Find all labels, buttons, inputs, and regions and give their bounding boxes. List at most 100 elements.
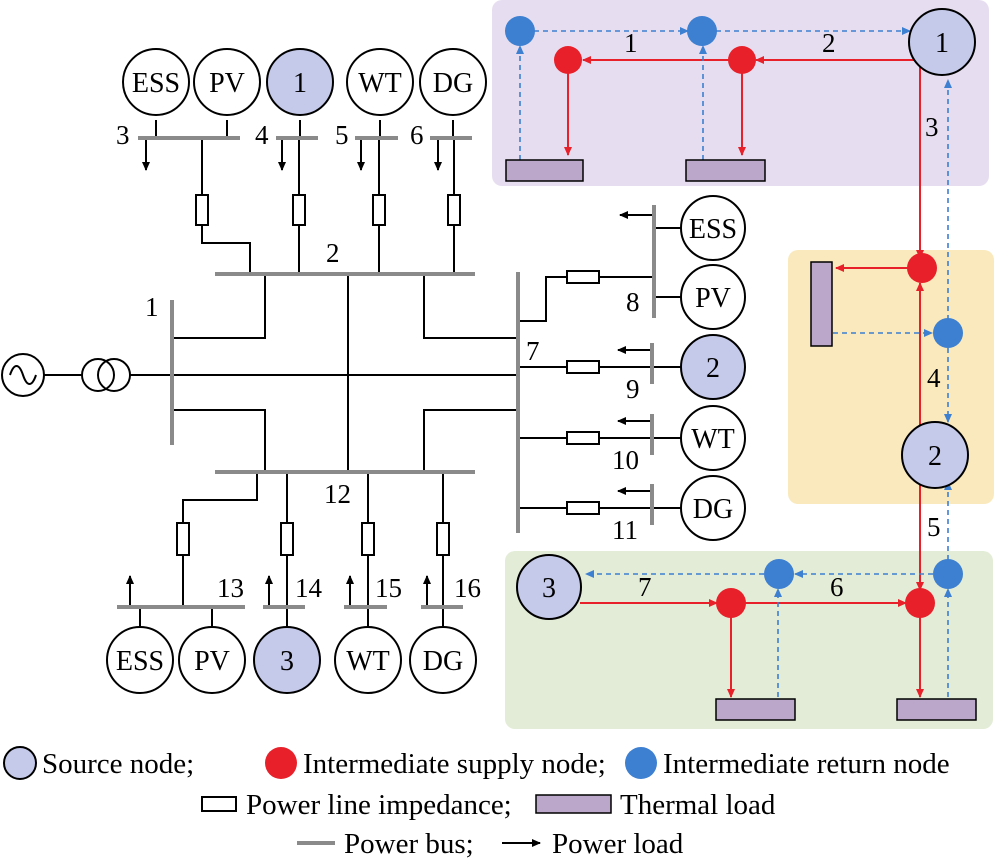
unit-label: DG bbox=[433, 68, 473, 99]
supply-node bbox=[907, 253, 937, 283]
unit-label: WT bbox=[691, 424, 735, 455]
thermal-load bbox=[810, 261, 833, 347]
right-units: ESS PV 2 WT DG bbox=[680, 195, 746, 541]
legend-source-label: Source node; bbox=[42, 748, 194, 780]
unit-label: ESS bbox=[689, 214, 737, 245]
bus-number: 15 bbox=[375, 573, 402, 603]
pipe-numbers: 1 2 3 4 5 6 7 bbox=[624, 28, 941, 602]
return-node bbox=[933, 559, 963, 589]
bus-number: 16 bbox=[454, 573, 481, 603]
impedance-icon bbox=[566, 270, 600, 284]
impedance-icon bbox=[176, 522, 190, 556]
bus-number: 14 bbox=[295, 573, 323, 603]
thermal-load bbox=[685, 159, 766, 182]
impedance-icon bbox=[372, 194, 386, 226]
impedance-icon bbox=[292, 194, 306, 226]
thermal-load bbox=[715, 698, 796, 721]
heat-source-label: 3 bbox=[542, 573, 556, 604]
unit-label: WT bbox=[358, 68, 402, 99]
supply-node bbox=[554, 46, 582, 74]
bus-number: 3 bbox=[116, 120, 130, 150]
impedance-icon bbox=[361, 522, 375, 556]
thermal-region-bottom bbox=[505, 551, 993, 729]
bus-number: 10 bbox=[612, 445, 639, 475]
legend: Source node; Intermediate supply node; I… bbox=[3, 746, 950, 860]
legend-impedance-swatch bbox=[201, 796, 237, 812]
legend-impedance-label: Power line impedance; bbox=[246, 789, 512, 821]
unit-label: ESS bbox=[116, 646, 164, 677]
impedance-icon bbox=[566, 501, 600, 515]
legend-load-label: Power load bbox=[552, 828, 684, 860]
thermal-loads bbox=[505, 159, 977, 721]
legend-source-swatch bbox=[3, 746, 37, 780]
unit-label: PV bbox=[209, 68, 245, 99]
impedance-icon bbox=[195, 194, 209, 226]
ac-source-icon bbox=[1, 353, 45, 397]
top-units: ESS PV 1 WT DG bbox=[122, 48, 487, 116]
thermal-sources: 1 2 3 bbox=[516, 8, 976, 620]
unit-label: PV bbox=[695, 283, 731, 314]
thermal-region-top bbox=[492, 0, 989, 186]
supply-node bbox=[905, 588, 935, 618]
bus-number: 2 bbox=[326, 238, 340, 268]
legend-supply-swatch bbox=[265, 747, 297, 779]
legend-thermal-load-label: Thermal load bbox=[620, 789, 776, 821]
bottom-units: ESS PV 3 WT DG bbox=[106, 626, 477, 694]
supply-node bbox=[716, 588, 746, 618]
bus-number: 11 bbox=[612, 515, 638, 545]
supply-node bbox=[728, 46, 756, 74]
power-loads bbox=[126, 138, 654, 607]
unit-label: 3 bbox=[280, 646, 294, 677]
pipe-number: 2 bbox=[822, 28, 836, 58]
legend-bus-label: Power bus; bbox=[344, 828, 474, 860]
legend-supply-label: Intermediate supply node; bbox=[303, 748, 606, 780]
return-pipes bbox=[516, 27, 952, 697]
heat-source-node bbox=[901, 421, 969, 489]
pipe-number: 7 bbox=[638, 572, 652, 602]
pipe-number: 1 bbox=[624, 28, 638, 58]
heat-source-label: 2 bbox=[928, 441, 942, 472]
legend-thermal-load-swatch bbox=[535, 794, 612, 814]
power-buses bbox=[117, 136, 656, 609]
bus-number: 12 bbox=[324, 479, 351, 509]
pipe-number: 6 bbox=[830, 572, 844, 602]
heat-source-node bbox=[516, 554, 582, 620]
bus-number: 6 bbox=[410, 120, 424, 150]
unit-label: ESS bbox=[132, 68, 180, 99]
unit-label: 1 bbox=[293, 68, 307, 99]
impedance-icon bbox=[280, 522, 294, 556]
impedance-icon bbox=[566, 360, 600, 374]
bus-number: 5 bbox=[335, 120, 349, 150]
return-node bbox=[687, 16, 717, 46]
unit-label: 2 bbox=[706, 353, 720, 384]
impedance-icon bbox=[436, 522, 450, 556]
supply-pipes bbox=[564, 56, 924, 698]
bus-number: 7 bbox=[526, 336, 540, 366]
pipe-number: 5 bbox=[927, 512, 941, 542]
bus-number: 13 bbox=[217, 573, 244, 603]
heat-source-label: 1 bbox=[935, 28, 949, 59]
return-nodes bbox=[505, 16, 963, 589]
unit-label: DG bbox=[423, 646, 463, 677]
unit-label: PV bbox=[194, 646, 230, 677]
pipe-number: 3 bbox=[925, 112, 939, 142]
return-node bbox=[764, 559, 794, 589]
pipe-number: 4 bbox=[927, 363, 941, 393]
return-node bbox=[933, 318, 963, 348]
impedances bbox=[176, 194, 600, 556]
impedance-icon bbox=[447, 194, 461, 226]
bus-number: 8 bbox=[626, 287, 640, 317]
legend-return-swatch bbox=[625, 747, 657, 779]
unit-label: WT bbox=[346, 646, 390, 677]
heat-source-node bbox=[908, 8, 976, 76]
bus-numbers: 1 2 3 4 5 6 7 8 9 10 11 12 13 14 15 16 bbox=[116, 120, 640, 603]
transformer-icon bbox=[81, 358, 131, 392]
legend-return-label: Intermediate return node bbox=[663, 748, 950, 780]
bus-number: 4 bbox=[255, 120, 269, 150]
thermal-load bbox=[896, 698, 977, 721]
thermal-load bbox=[505, 159, 584, 182]
bus-number: 9 bbox=[626, 374, 640, 404]
return-node bbox=[505, 16, 535, 46]
